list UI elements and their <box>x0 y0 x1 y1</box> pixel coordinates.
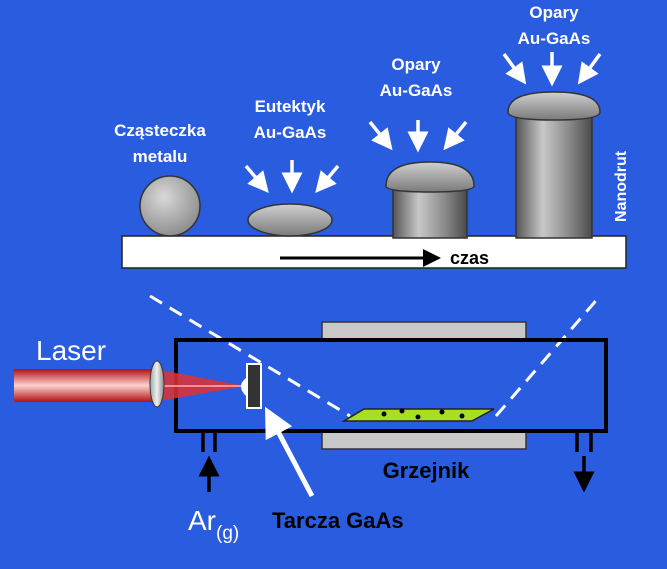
nanowire-label: Nanodrut <box>613 150 630 222</box>
time-label: czas <box>450 248 489 268</box>
gas-label-sub: (g) <box>216 523 239 544</box>
target-pointer <box>265 406 315 498</box>
eutectic-label-line2: Au-GaAs <box>254 123 327 142</box>
vapor1-label-line2: Au-GaAs <box>380 81 453 100</box>
target-label: Tarcza GaAs <box>272 508 404 533</box>
heater-bottom <box>321 430 527 450</box>
gaas-target <box>246 363 262 409</box>
metal-particle <box>139 175 201 237</box>
vapor2-arrows <box>502 52 602 87</box>
heater-label: Grzejnik <box>383 458 471 483</box>
nanowire-cap <box>507 91 601 121</box>
gas-inlet-pipes <box>201 431 217 452</box>
vapor1-label-line1: Opary <box>391 55 441 74</box>
short-wire-cap <box>385 161 475 193</box>
laser-label: Laser <box>36 335 106 366</box>
gas-label: Ar(g) <box>188 505 239 544</box>
gas-outlet-pipes <box>575 431 593 452</box>
vapor2-label-line2: Au-GaAs <box>518 29 591 48</box>
vapor2-label-line1: Opary <box>529 3 579 22</box>
particle-label-line2: metalu <box>133 147 188 166</box>
heater-top <box>321 321 527 341</box>
gas-label-main: Ar <box>188 505 216 536</box>
focusing-lens <box>149 360 165 408</box>
substrate-bar <box>121 235 627 269</box>
ablation-glow <box>241 378 246 396</box>
projection-lines <box>149 294 602 418</box>
laser-beam <box>14 369 156 402</box>
vapor1-arrows <box>368 120 468 153</box>
short-wire-body <box>392 185 468 239</box>
catalyst-dots <box>381 408 465 420</box>
eutectic-label-line1: Eutektyk <box>255 97 326 116</box>
eutectic-droplet <box>247 203 333 237</box>
particle-label-line1: Cząsteczka <box>114 121 206 140</box>
eutectic-vapor-arrows <box>244 160 340 194</box>
nanowire-body <box>515 111 593 239</box>
